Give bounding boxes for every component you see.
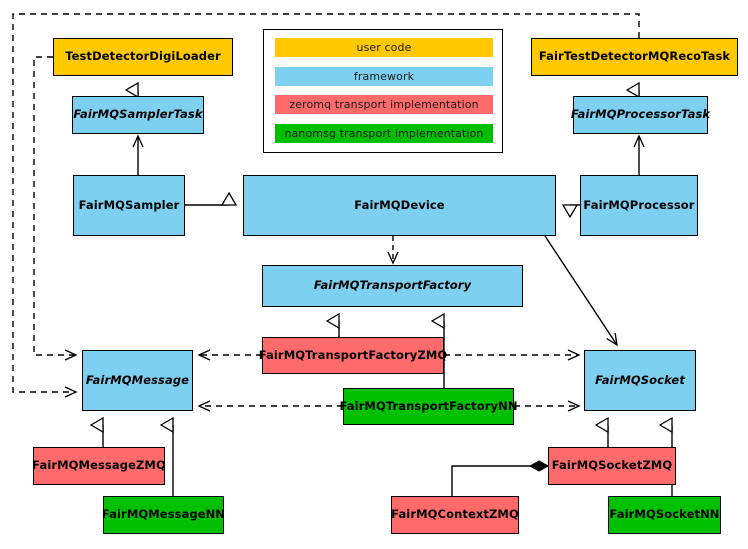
class-label: FairMQSocket <box>595 372 685 387</box>
legend-item-zeromq: zeromq transport implementation <box>275 95 493 114</box>
class-label: FairMQTransportFactoryNN <box>339 398 518 413</box>
edge-contextzmq-to-socketzmq <box>451 466 548 496</box>
class-label: TestDetectorDigiLoader <box>65 49 221 64</box>
legend-label-framework: framework <box>353 70 415 83</box>
class-label: FairMQSocketNN <box>609 507 720 522</box>
class-box-FairMQMessageZMQ[interactable]: FairMQMessageZMQ <box>32 447 166 485</box>
class-label: FairMQSampler <box>78 197 180 212</box>
class-box-FairMQSamplerTask[interactable]: FairMQSamplerTask <box>72 96 204 134</box>
legend-item-framework: framework <box>275 67 493 86</box>
class-box-FairMQProcessor[interactable]: FairMQProcessor <box>580 175 698 236</box>
legend-label-nanomsg: nanomsg transport implementation <box>284 127 484 140</box>
legend-label-user-code: user code <box>356 41 412 54</box>
class-label: FairMQMessageNN <box>101 507 226 522</box>
class-box-FairMQTransportFactoryNN[interactable]: FairMQTransportFactoryNN <box>339 388 517 425</box>
class-box-FairMQContextZMQ[interactable]: FairMQContextZMQ <box>391 496 519 534</box>
legend-item-nanomsg: nanomsg transport implementation <box>275 124 493 143</box>
class-box-FairMQTransportFactoryZMQ[interactable]: FairMQTransportFactoryZMQ <box>259 337 447 374</box>
legend-label-zeromq: zeromq transport implementation <box>289 98 479 111</box>
class-box-FairMQSampler[interactable]: FairMQSampler <box>73 175 185 236</box>
class-box-FairMQProcessorTask[interactable]: FairMQProcessorTask <box>570 96 711 134</box>
class-label: FairMQProcessorTask <box>570 107 711 122</box>
edge-digiloader-to-message <box>33 56 78 361</box>
class-box-FairMQMessageNN[interactable]: FairMQMessageNN <box>101 496 226 534</box>
class-label: FairMQSocketZMQ <box>551 458 673 473</box>
class-box-FairMQMessage[interactable]: FairMQMessage <box>82 350 193 411</box>
class-box-TestDetectorDigiLoader[interactable]: TestDetectorDigiLoader <box>53 38 233 76</box>
color-legend: user code framework zeromq transport imp… <box>263 29 503 153</box>
class-label: FairTestDetectorMQRecoTask <box>538 49 731 64</box>
class-box-FairTestDetectorMQRecoTask[interactable]: FairTestDetectorMQRecoTask <box>531 38 738 76</box>
class-box-FairMQSocketZMQ[interactable]: FairMQSocketZMQ <box>548 447 676 485</box>
class-label: FairMQDevice <box>354 197 445 212</box>
class-label: FairMQSamplerTask <box>73 107 203 122</box>
class-box-FairMQDevice[interactable]: FairMQDevice <box>243 175 556 236</box>
class-label: FairMQMessage <box>85 372 190 387</box>
class-label: FairMQProcessor <box>583 197 695 212</box>
class-label: FairMQTransportFactoryZMQ <box>258 347 448 362</box>
edge-device-to-socket <box>544 235 618 347</box>
legend-item-user-code: user code <box>275 38 493 57</box>
class-box-FairMQTransportFactory[interactable]: FairMQTransportFactory <box>262 265 523 307</box>
class-label: FairMQTransportFactory <box>313 278 472 293</box>
class-label: FairMQMessageZMQ <box>32 458 166 473</box>
class-box-FairMQSocketNN[interactable]: FairMQSocketNN <box>608 496 721 534</box>
class-label: FairMQContextZMQ <box>391 507 519 522</box>
class-box-FairMQSocket[interactable]: FairMQSocket <box>584 350 696 411</box>
